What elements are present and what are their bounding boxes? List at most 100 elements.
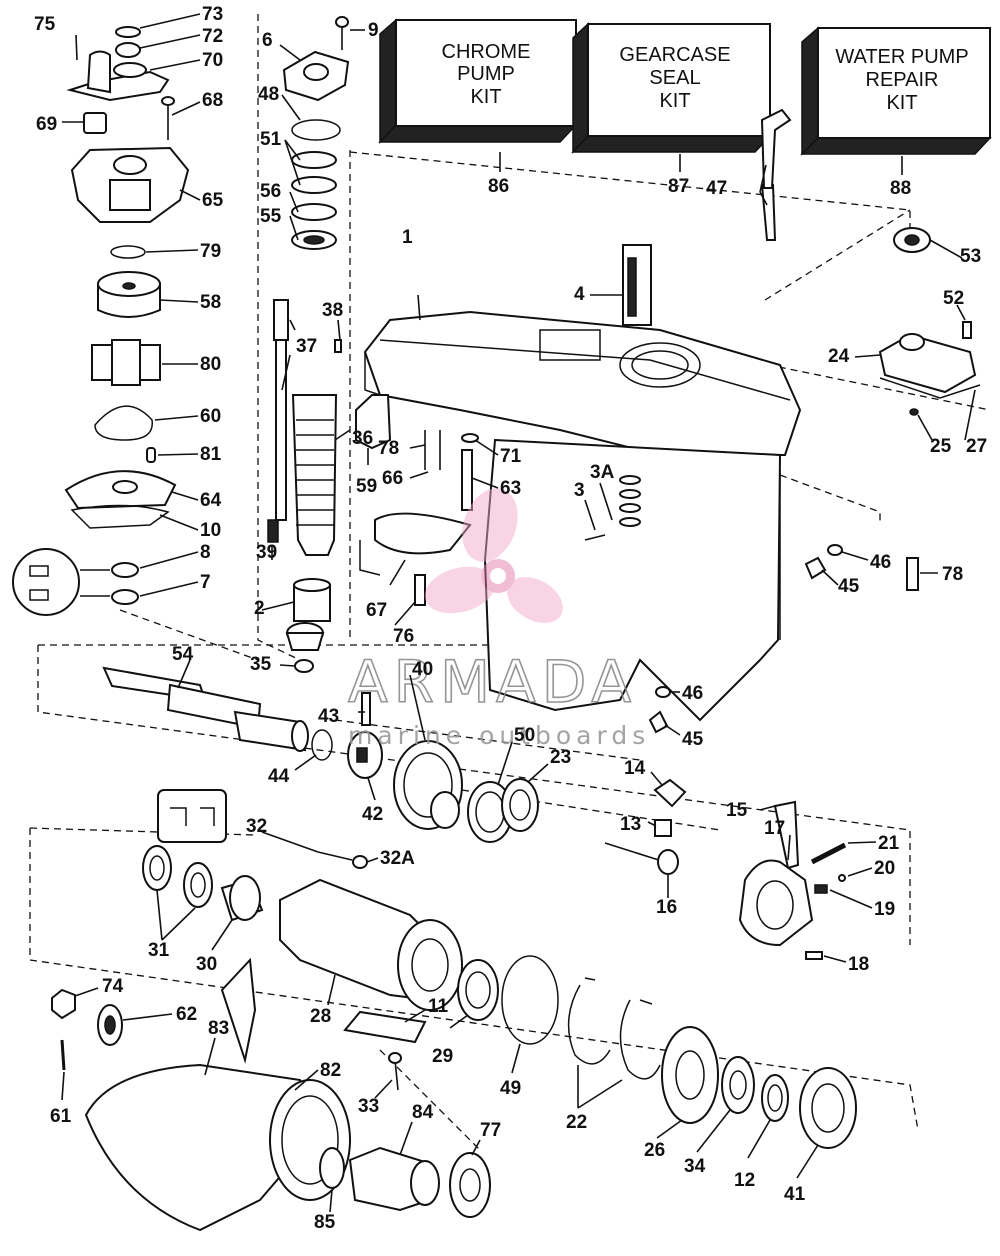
label-8: 8 xyxy=(200,542,211,563)
label-51: 51 xyxy=(260,129,282,150)
label-11: 11 xyxy=(428,996,449,1017)
label-60: 60 xyxy=(200,406,221,427)
propshaft-row xyxy=(102,666,539,843)
label-84: 84 xyxy=(412,1102,434,1123)
label-82: 82 xyxy=(320,1060,341,1081)
bearing-carrier-row xyxy=(142,789,857,1149)
label-35: 35 xyxy=(250,654,272,675)
label-38: 38 xyxy=(322,300,343,321)
label-46-top: 46 xyxy=(870,552,891,573)
label-77: 77 xyxy=(480,1120,501,1141)
armada-watermark: ARMADA marine outboards xyxy=(347,488,650,750)
label-34: 34 xyxy=(684,1156,706,1177)
label-78-top: 78 xyxy=(378,438,399,459)
label-58: 58 xyxy=(200,292,221,313)
label-19: 19 xyxy=(874,899,895,920)
label-18: 18 xyxy=(848,954,869,975)
label-64: 64 xyxy=(200,490,222,511)
label-74: 74 xyxy=(102,976,124,997)
label-66: 66 xyxy=(382,468,403,489)
label-7: 7 xyxy=(200,572,211,593)
label-70: 70 xyxy=(202,50,223,71)
label-16: 16 xyxy=(656,897,677,918)
kit-box-gearcase-seal: GEARCASE SEAL KIT xyxy=(571,22,772,154)
armada-logo-icon xyxy=(424,488,563,623)
kit-87-line-2: SEAL xyxy=(649,67,700,89)
label-65: 65 xyxy=(202,190,224,211)
kit-87-line-1: GEARCASE xyxy=(619,44,730,66)
label-44: 44 xyxy=(268,766,290,787)
label-37: 37 xyxy=(296,336,317,357)
callout-labels: 75 73 72 70 69 68 65 79 58 80 60 81 64 1… xyxy=(34,4,987,1233)
label-86: 86 xyxy=(488,176,509,197)
label-4: 4 xyxy=(574,284,585,305)
label-69: 69 xyxy=(36,114,57,135)
label-28: 28 xyxy=(310,1006,331,1027)
label-76: 76 xyxy=(393,626,414,647)
label-72: 72 xyxy=(202,26,223,47)
watermark-tagline: marine outboards xyxy=(348,721,650,750)
label-81: 81 xyxy=(200,444,222,465)
label-40: 40 xyxy=(412,659,433,680)
label-54: 54 xyxy=(172,644,194,665)
label-29: 29 xyxy=(432,1046,453,1067)
label-46-bottom: 46 xyxy=(682,683,703,704)
label-9: 9 xyxy=(368,20,379,41)
label-12: 12 xyxy=(734,1170,755,1191)
label-73: 73 xyxy=(202,4,223,25)
label-24: 24 xyxy=(828,346,850,367)
label-83: 83 xyxy=(208,1018,229,1039)
label-36: 36 xyxy=(352,428,373,449)
label-50: 50 xyxy=(514,725,535,746)
kit-box-water-pump-repair: WATER PUMP REPAIR KIT xyxy=(800,26,992,156)
label-43: 43 xyxy=(318,706,339,727)
kit-leader-lines xyxy=(499,152,903,175)
label-21: 21 xyxy=(878,833,900,854)
label-15: 15 xyxy=(726,800,748,821)
label-53: 53 xyxy=(960,246,981,267)
kit-86-line-2: PUMP xyxy=(457,63,515,85)
assembly-guide-lines xyxy=(29,14,991,1151)
label-87: 87 xyxy=(668,176,689,197)
label-48: 48 xyxy=(258,84,279,105)
shift-mechanism xyxy=(604,778,847,960)
kit-87-line-3: KIT xyxy=(659,90,690,112)
label-33: 33 xyxy=(358,1096,379,1117)
label-17: 17 xyxy=(764,818,785,839)
label-56: 56 xyxy=(260,181,281,202)
label-32a: 32A xyxy=(380,848,415,869)
label-49: 49 xyxy=(500,1078,521,1099)
label-14: 14 xyxy=(624,758,646,779)
label-45-bottom: 45 xyxy=(682,729,704,750)
watermark-brand: ARMADA xyxy=(348,648,637,716)
kit-box-chrome-pump: CHROME PUMP KIT xyxy=(378,18,577,144)
label-22: 22 xyxy=(566,1112,587,1133)
label-47: 47 xyxy=(706,178,727,199)
label-78-right: 78 xyxy=(942,564,963,585)
label-67: 67 xyxy=(366,600,387,621)
water-tube-assembly xyxy=(760,108,981,416)
label-2: 2 xyxy=(254,598,265,619)
label-61: 61 xyxy=(50,1106,72,1127)
label-71: 71 xyxy=(500,446,522,467)
label-68: 68 xyxy=(202,90,223,111)
kit-88-line-2: REPAIR xyxy=(866,69,939,91)
label-79: 79 xyxy=(200,241,221,262)
label-42: 42 xyxy=(362,804,383,825)
label-55: 55 xyxy=(260,206,282,227)
label-1: 1 xyxy=(402,227,413,248)
label-23: 23 xyxy=(550,747,571,768)
label-80: 80 xyxy=(200,354,221,375)
kit-86-line-1: CHROME xyxy=(442,41,531,63)
label-41: 41 xyxy=(784,1184,806,1205)
label-39: 39 xyxy=(256,542,277,563)
water-pump-assembly xyxy=(12,26,190,616)
gearcase-housing xyxy=(355,244,919,734)
callout-leaders xyxy=(61,13,976,1213)
label-3: 3 xyxy=(574,480,585,501)
kit-88-line-3: KIT xyxy=(886,92,917,114)
label-25: 25 xyxy=(930,436,952,457)
label-63: 63 xyxy=(500,478,521,499)
label-6: 6 xyxy=(262,30,273,51)
